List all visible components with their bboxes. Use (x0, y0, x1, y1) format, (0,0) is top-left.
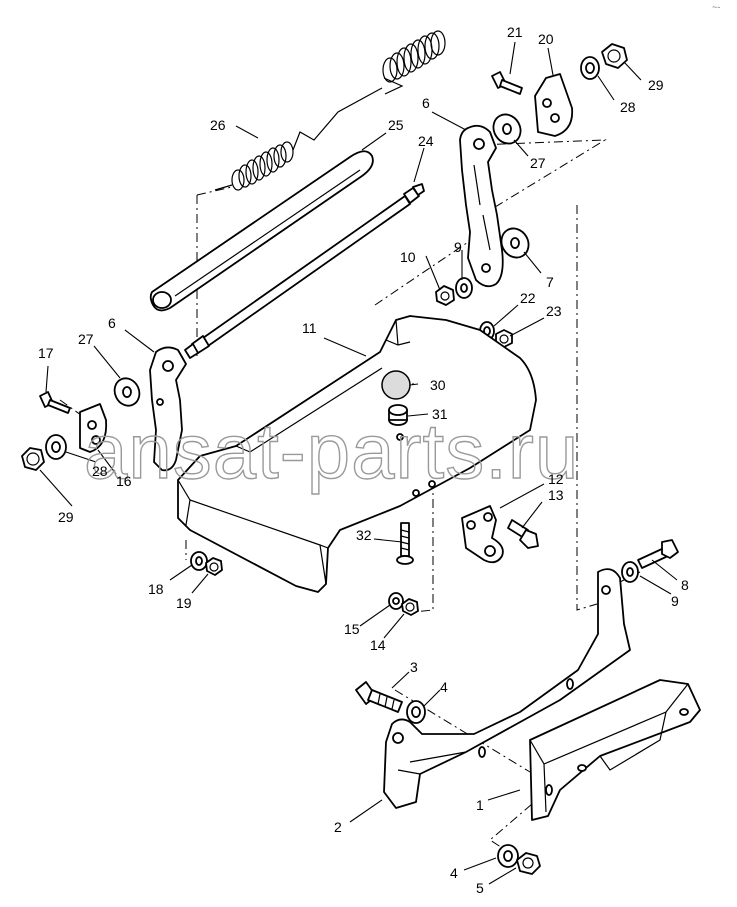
washer-4-upper (406, 700, 426, 724)
callout-5: 5 (476, 880, 484, 896)
washer-9-lower (621, 561, 639, 583)
callout-4-upper: 4 (440, 679, 448, 695)
cover-11 (177, 315, 537, 593)
washer-27-left (113, 377, 141, 407)
callout-26: 26 (210, 117, 226, 133)
bracket-16 (79, 403, 108, 453)
leader-lines (39, 41, 678, 885)
callout-10: 10 (400, 249, 416, 265)
callout-6-left: 6 (108, 315, 116, 331)
callout-7: 7 (546, 274, 554, 290)
callout-27-left: 27 (78, 331, 94, 347)
callout-21: 21 (507, 24, 523, 40)
bracket-6-right (459, 124, 504, 288)
callout-28-top: 28 (620, 99, 636, 115)
callout-29-top: 29 (648, 77, 664, 93)
tube-25 (149, 150, 374, 312)
callout-30: 30 (430, 377, 446, 393)
shaft-24 (184, 183, 425, 359)
bolt-13 (507, 519, 539, 549)
bracket-12 (461, 505, 504, 564)
washer-27-right (492, 113, 522, 145)
callout-31: 31 (432, 406, 448, 422)
callout-25: 25 (388, 117, 404, 133)
spring-26 (214, 30, 446, 191)
washer-9-upper (455, 277, 473, 299)
callout-2: 2 (334, 819, 342, 835)
callout-12: 12 (548, 471, 564, 487)
callout-11: 11 (302, 320, 317, 336)
bracket-2 (383, 568, 631, 809)
callout-8: 8 (681, 577, 689, 593)
callout-28-left: 28 (92, 463, 108, 479)
callout-23: 23 (546, 303, 562, 319)
bracket-1 (529, 679, 701, 821)
callout-17: 17 (38, 345, 54, 361)
plug-30 (381, 370, 411, 400)
washer-4-lower (497, 844, 519, 868)
nut-29-top (601, 43, 628, 69)
callout-4-lower: 4 (450, 865, 458, 881)
callout-32: 32 (356, 527, 372, 543)
callout-19: 19 (176, 595, 192, 611)
callout-20: 20 (538, 31, 554, 47)
callout-labels: 26 25 24 21 20 29 28 6 27 10 9 7 22 23 1… (38, 24, 689, 896)
nut-29-left (21, 447, 45, 471)
nut-19 (205, 557, 223, 576)
washer-7 (500, 227, 530, 259)
callout-13: 13 (548, 487, 564, 503)
callout-16: 16 (116, 473, 132, 489)
bracket-6-left (149, 346, 187, 472)
callout-15: 15 (344, 621, 360, 637)
washer-18 (190, 551, 208, 571)
bolt-32 (396, 522, 414, 565)
callout-3: 3 (410, 659, 418, 675)
callout-1: 1 (476, 797, 484, 813)
callout-9-upper: 9 (454, 239, 462, 255)
nut-10 (435, 285, 455, 306)
bolt-3 (355, 681, 403, 713)
bolt-17 (39, 391, 71, 414)
bracket-20 (534, 73, 574, 137)
bolt-21 (491, 71, 523, 95)
callout-9-lower: 9 (671, 593, 679, 609)
nut-5 (516, 852, 541, 875)
watermark: ansat-parts.ru (84, 407, 579, 495)
spacer-31 (388, 404, 408, 426)
callout-22: 22 (520, 290, 536, 306)
callout-27-right: 27 (530, 155, 546, 171)
callout-29-left: 29 (58, 509, 74, 525)
nut-14 (401, 598, 419, 616)
callout-24: 24 (418, 133, 434, 149)
callout-6-right: 6 (422, 95, 430, 111)
callout-14: 14 (370, 637, 386, 653)
callout-18: 18 (148, 581, 164, 597)
washer-15 (388, 592, 404, 610)
bolt-8 (637, 539, 679, 569)
washer-28-left (45, 434, 67, 460)
washer-28-top (580, 56, 600, 80)
corner-mark: ~- (712, 2, 720, 12)
